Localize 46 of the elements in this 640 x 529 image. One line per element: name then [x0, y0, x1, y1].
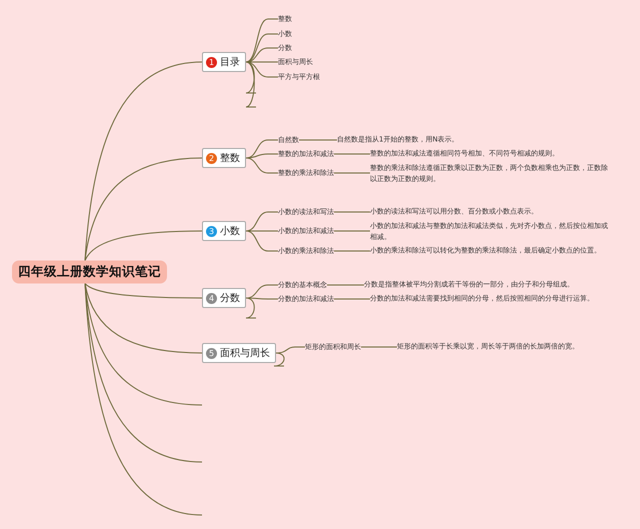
- topic-box: [202, 52, 246, 72]
- connector-line: [334, 172, 370, 174]
- branch-line: [246, 154, 278, 158]
- branch-line: [246, 18, 278, 62]
- branch-line: [246, 62, 278, 78]
- branch-line: [84, 158, 202, 261]
- topic-box: [202, 148, 246, 168]
- connector-line: [334, 250, 370, 252]
- number-badge: 1: [206, 56, 217, 68]
- branch-line: [246, 48, 278, 62]
- topic-title: 整数: [220, 152, 240, 165]
- branch-line: [246, 62, 256, 94]
- topic-title: 面积与周长: [220, 346, 270, 360]
- connector-line: [360, 346, 398, 348]
- number-badge: 2: [206, 152, 217, 164]
- topic-title: 小数: [220, 224, 240, 238]
- branch-line: [276, 346, 306, 354]
- central-topic: 四年级上册数学知识笔记: [12, 260, 167, 284]
- branch-line: [84, 230, 202, 261]
- branch-line: [274, 352, 284, 366]
- topic-box: [202, 221, 246, 241]
- branch-line: [246, 158, 278, 174]
- branch-line: [84, 62, 202, 261]
- number-badge: 3: [206, 226, 217, 236]
- number-badge: 4: [206, 292, 217, 304]
- branch-line: [84, 283, 202, 354]
- branch-line: [246, 62, 256, 108]
- topic-box: [202, 343, 276, 363]
- topic-box: [202, 288, 246, 308]
- branch-line: [246, 230, 278, 232]
- branch-line: [246, 298, 278, 300]
- branch-line: [246, 230, 278, 252]
- topic-title: 目录: [220, 56, 240, 69]
- connector-line: [334, 298, 370, 300]
- branch-line: [246, 34, 278, 62]
- branch-line: [246, 284, 278, 298]
- branch-line: [84, 283, 202, 406]
- branch-line: [84, 283, 202, 298]
- number-badge: 5: [206, 348, 217, 358]
- topic-title: 分数: [220, 292, 240, 305]
- branch-line: [246, 298, 256, 318]
- branch-line: [246, 212, 278, 232]
- branch-line: [84, 283, 202, 516]
- connector-line: [334, 230, 370, 232]
- branch-line: [246, 140, 278, 158]
- connector-line: [326, 284, 364, 286]
